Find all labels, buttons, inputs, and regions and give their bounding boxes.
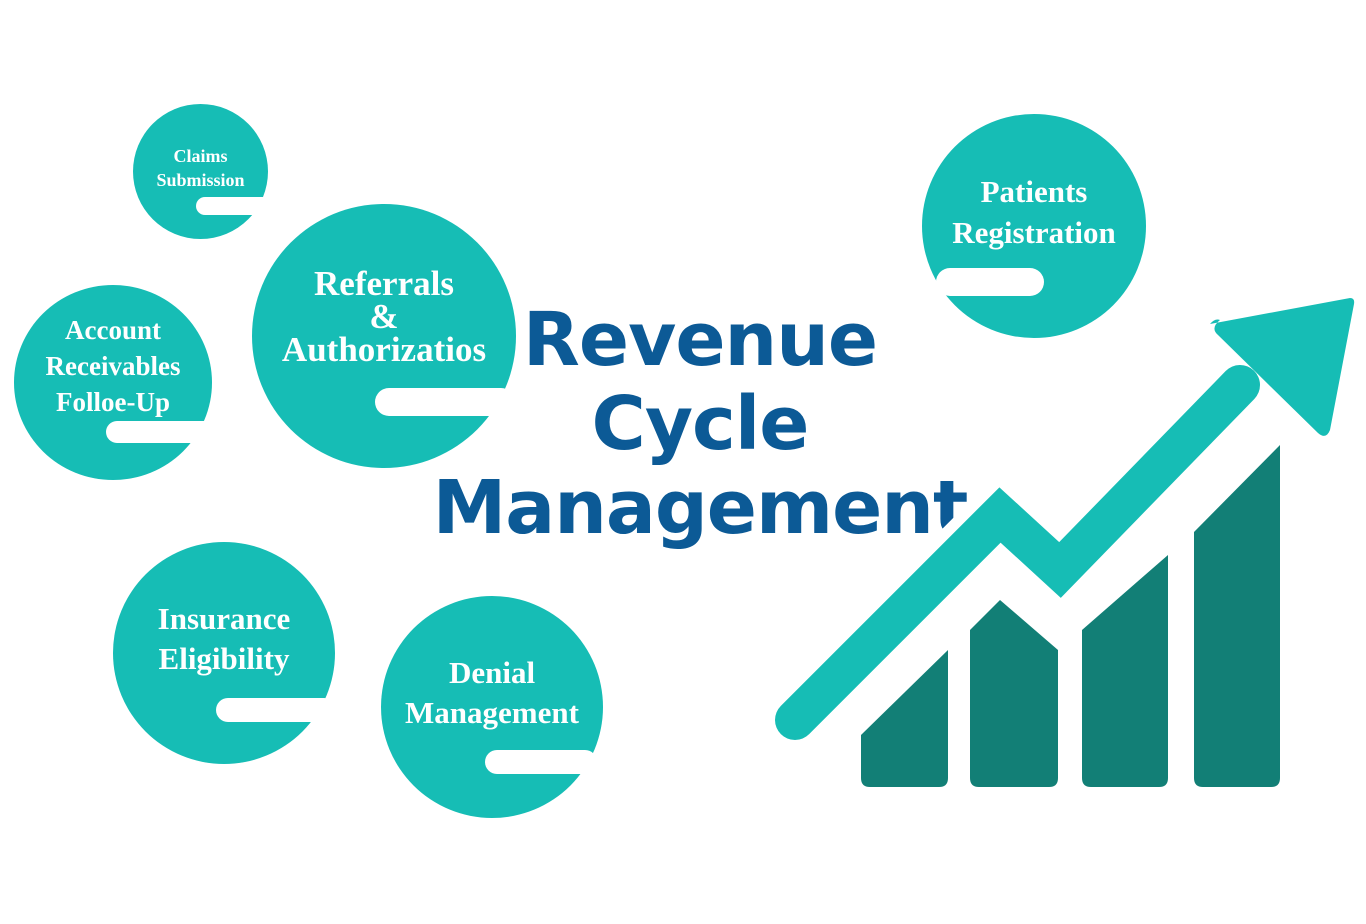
claims-line-2: Submission [156,169,245,190]
referrals-line-2: & [369,296,399,336]
title-line-3: Management [432,465,969,551]
referrals-tail [375,388,515,416]
bar-3 [1082,555,1168,787]
account-line-2: Receivables [45,350,181,381]
title-line-2: Cycle [591,381,810,467]
arrow-head [1210,298,1355,436]
denial-line-1: Denial [448,655,536,690]
denial-line-2: Management [405,695,579,730]
account-tail [106,421,216,443]
denial-tail [485,750,597,774]
bar-4 [1194,445,1280,787]
insurance-line-1: Insurance [157,601,291,636]
denial-management-bubble: Denial Management [381,596,603,818]
account-receivables-bubble: Account Receivables Folloe-Up [14,285,216,480]
claims-line-1: Claims [173,145,228,166]
patients-tail [936,268,1044,296]
insurance-line-2: Eligibility [158,641,290,676]
referrals-authorizations-bubble: Referrals & Authorizatios [252,204,516,468]
patients-registration-bubble: Patients Registration [922,114,1146,338]
claims-tail [196,197,276,215]
account-line-3: Folloe-Up [56,386,170,417]
referrals-line-1: Referrals [314,263,454,303]
arrow-line [775,365,1260,740]
title-line-1: Revenue [522,297,878,383]
patients-line-1: Patients [980,174,1088,209]
insurance-eligibility-bubble: Insurance Eligibility [113,542,336,764]
claims-submission-bubble: Claims Submission [133,104,276,239]
referrals-line-3: Authorizatios [281,329,487,369]
bar-1 [861,650,948,787]
growth-chart-icon [770,298,1355,787]
page-title: Revenue Cycle Management [420,298,980,550]
account-line-1: Account [65,314,161,345]
insurance-tail [216,698,336,722]
bar-2 [970,600,1058,787]
patients-line-2: Registration [952,215,1116,250]
